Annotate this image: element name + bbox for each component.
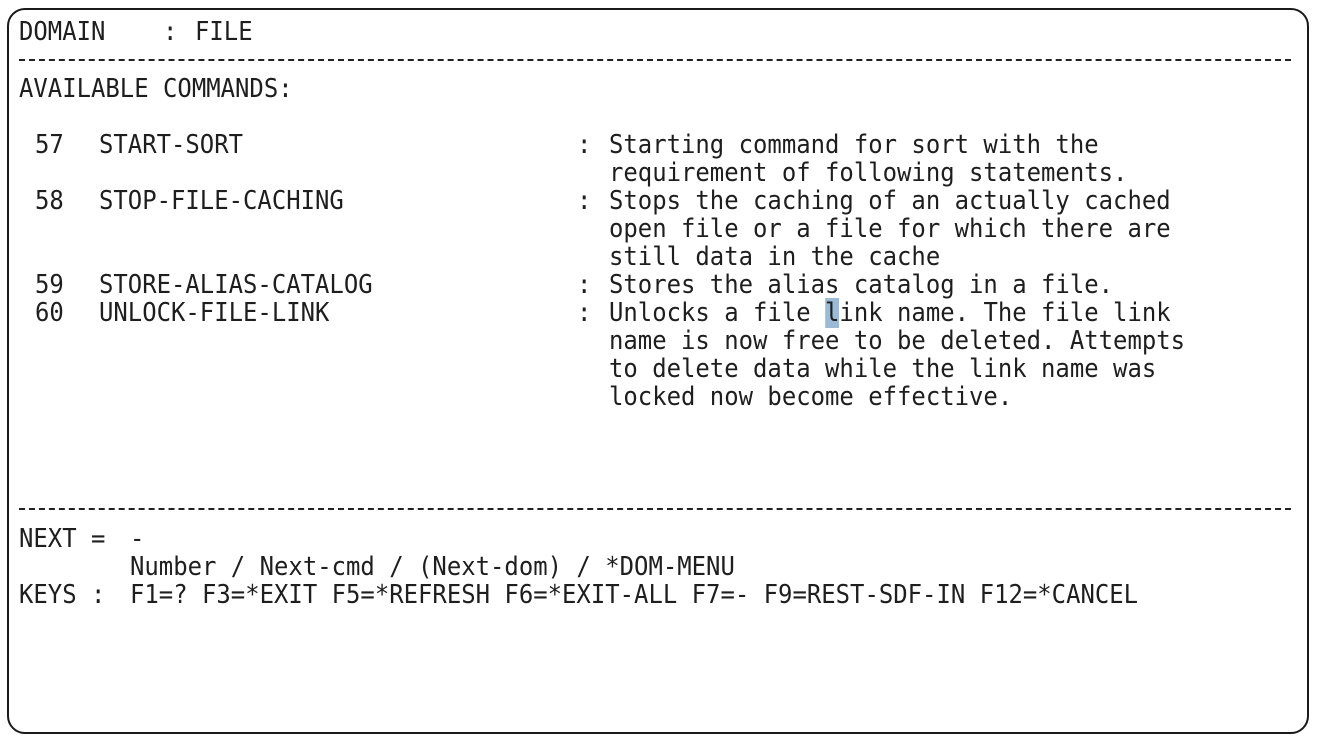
- command-description: Stores the alias catalog in a file.: [609, 270, 1114, 300]
- command-description: to delete data while the link name was: [609, 354, 1157, 384]
- command-description: open file or a file for which there are: [609, 214, 1171, 244]
- command-number: 60: [35, 298, 64, 328]
- next-label: NEXT =: [19, 524, 106, 554]
- command-description: name is now free to be deleted. Attempts: [609, 326, 1186, 356]
- command-description: Unlocks a file link name. The file link: [609, 298, 1171, 328]
- command-description: requirement of following statements.: [609, 158, 1128, 188]
- command-number: 57: [35, 130, 64, 160]
- next-hint: Number / Next-cmd / (Next-dom) / *DOM-ME…: [130, 552, 735, 582]
- domain-value: FILE: [195, 17, 253, 47]
- section-title: AVAILABLE COMMANDS:: [19, 74, 293, 104]
- command-description: Stops the caching of an actually cached: [609, 186, 1171, 216]
- next-input[interactable]: -: [130, 524, 145, 554]
- keys-label: KEYS :: [19, 580, 106, 610]
- command-description: still data in the cache: [609, 242, 941, 272]
- command-name[interactable]: START-SORT: [99, 130, 244, 160]
- command-separator: :: [577, 186, 592, 216]
- command-separator: :: [577, 130, 592, 160]
- command-number: 58: [35, 186, 64, 216]
- command-separator: :: [577, 270, 592, 300]
- command-number: 59: [35, 270, 64, 300]
- bottom-divider: [19, 508, 1291, 510]
- domain-label: DOMAIN: [19, 17, 106, 47]
- command-name[interactable]: STORE-ALIAS-CATALOG: [99, 270, 373, 300]
- command-separator: :: [577, 298, 592, 328]
- command-name[interactable]: STOP-FILE-CACHING: [99, 186, 344, 216]
- function-keys: F1=? F3=*EXIT F5=*REFRESH F6=*EXIT-ALL F…: [130, 580, 1139, 610]
- command-description: Starting command for sort with the: [609, 130, 1099, 160]
- top-divider: [19, 59, 1291, 61]
- desc-text: Unlocks a file: [609, 298, 826, 328]
- desc-text: ink name. The file link: [839, 298, 1171, 328]
- command-description: locked now become effective.: [609, 382, 1013, 412]
- command-name[interactable]: UNLOCK-FILE-LINK: [99, 298, 330, 328]
- terminal-frame: [7, 8, 1309, 734]
- text-cursor: l: [825, 298, 840, 328]
- domain-separator: :: [163, 17, 178, 47]
